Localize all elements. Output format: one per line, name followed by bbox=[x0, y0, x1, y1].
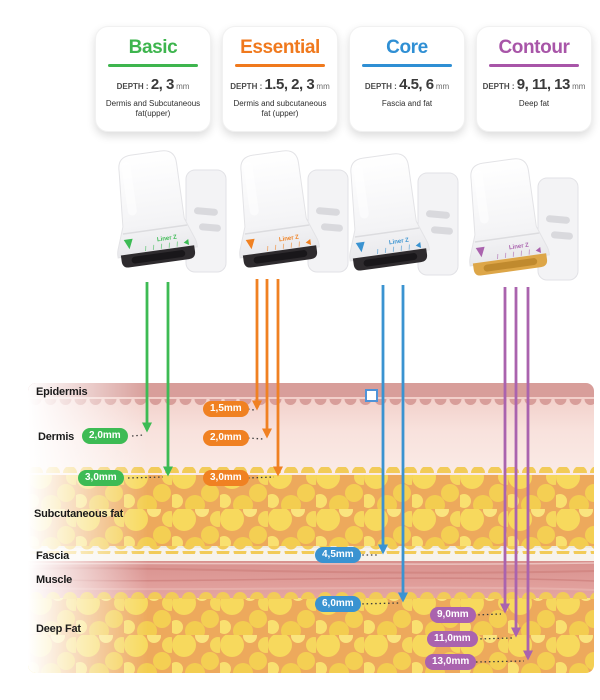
card-title: Essential bbox=[240, 37, 320, 58]
depth-unit: mm bbox=[176, 81, 190, 91]
cartridge-body bbox=[239, 150, 320, 259]
skin-layers-diagram bbox=[28, 383, 594, 673]
card-depth: DEPTH : 9, 11, 13 mm bbox=[482, 76, 586, 93]
depth-values: 9, 11, 13 bbox=[516, 75, 571, 93]
cartridge-tip-inner bbox=[483, 258, 538, 272]
depth-label: DEPTH : bbox=[364, 81, 397, 91]
scale-ticks bbox=[144, 241, 178, 252]
badge-essential-1-5mm: 1,5mm bbox=[203, 401, 249, 417]
cartridge-core-image: Liner Z bbox=[349, 153, 459, 276]
card-description: Fascia and fat bbox=[381, 98, 433, 108]
card-title: Core bbox=[386, 37, 428, 58]
indicator-triangle-icon bbox=[123, 238, 133, 250]
card-depth: DEPTH : 4.5, 6 mm bbox=[355, 76, 459, 93]
badge-essential-3mm: 3,0mm bbox=[203, 470, 249, 486]
cartridge-body bbox=[117, 150, 198, 259]
cartridge-body bbox=[349, 153, 430, 262]
depth-label: DEPTH : bbox=[230, 81, 263, 91]
brand-mark: Liner Z bbox=[509, 243, 530, 252]
badge-contour-9mm: 9,0mm bbox=[430, 607, 476, 623]
badge-basic-2mm: 2,0mm bbox=[82, 428, 128, 444]
tip-arrow-icon bbox=[535, 246, 542, 253]
brand-mark: Liner Z bbox=[389, 238, 410, 247]
badge-basic-3mm: 3,0mm bbox=[78, 470, 124, 486]
cartridge-essential-image: Liner Z bbox=[239, 150, 349, 273]
brand-mark: Liner Z bbox=[279, 235, 300, 244]
depth-values: 2, 3 bbox=[150, 75, 175, 93]
brand-mark: Liner Z bbox=[157, 235, 178, 244]
label-fascia: Fascia bbox=[36, 550, 70, 562]
cartridge-cards: Basic DEPTH : 2, 3 mm Dermis and Subcuta… bbox=[95, 26, 595, 133]
card-divider bbox=[235, 64, 325, 67]
cartridge-basic-image: Liner Z bbox=[117, 150, 227, 273]
card-contour: Contour DEPTH : 9, 11, 13 mm Deep fat bbox=[476, 26, 592, 133]
card-depth: DEPTH : 1.5, 2, 3 mm bbox=[228, 76, 332, 93]
scale-ticks bbox=[376, 244, 410, 255]
badge-core-4-5mm: 4,5mm bbox=[315, 547, 361, 563]
card-title: Basic bbox=[128, 37, 178, 58]
card-description: Dermis and subcutaneous fat (upper) bbox=[233, 98, 327, 118]
depth-values: 1.5, 2, 3 bbox=[264, 75, 315, 93]
depth-unit: mm bbox=[572, 81, 586, 91]
card-title: Contour bbox=[498, 37, 570, 58]
cartridge-tip-inner bbox=[131, 250, 186, 264]
indicator-triangle-icon bbox=[245, 238, 255, 250]
label-deep-fat: Deep Fat bbox=[36, 623, 81, 635]
depth-unit: mm bbox=[435, 81, 450, 91]
card-depth: DEPTH : 2, 3 mm bbox=[101, 76, 205, 93]
tip-arrow-icon bbox=[305, 238, 312, 245]
label-muscle: Muscle bbox=[36, 574, 73, 586]
badge-essential-2mm: 2,0mm bbox=[203, 430, 249, 446]
indicator-triangle-icon bbox=[475, 246, 485, 258]
badge-contour-13mm: 13,0mm bbox=[425, 654, 477, 670]
card-divider bbox=[362, 64, 452, 67]
card-divider bbox=[108, 64, 198, 67]
tip-arrow-icon bbox=[183, 238, 190, 245]
label-subcutaneous-fat: Subcutaneous fat bbox=[34, 508, 124, 520]
epidermis-layer bbox=[28, 383, 594, 397]
depth-values: 4.5, 6 bbox=[399, 75, 434, 93]
indicator-triangle-icon bbox=[355, 241, 365, 253]
depth-unit: mm bbox=[316, 81, 330, 91]
card-basic: Basic DEPTH : 2, 3 mm Dermis and Subcuta… bbox=[95, 26, 211, 133]
label-epidermis: Epidermis bbox=[36, 386, 88, 398]
card-description: Deep fat bbox=[518, 98, 550, 108]
tip-arrow-icon bbox=[415, 241, 422, 248]
cartridge-tip-inner bbox=[253, 250, 308, 264]
scale-ticks bbox=[496, 249, 530, 260]
badge-contour-11mm: 11,0mm bbox=[427, 631, 478, 647]
selection-handle bbox=[365, 389, 378, 402]
card-core: Core DEPTH : 4.5, 6 mm Fascia and fat bbox=[349, 26, 465, 133]
badge-core-6mm: 6,0mm bbox=[315, 596, 361, 612]
cartridge-body bbox=[469, 158, 550, 267]
label-dermis: Dermis bbox=[38, 431, 75, 443]
card-divider bbox=[489, 64, 579, 67]
card-essential: Essential DEPTH : 1.5, 2, 3 mm Dermis an… bbox=[222, 26, 338, 133]
cartridge-tip-inner bbox=[363, 253, 418, 267]
card-description: Dermis and Subcutaneous fat(upper) bbox=[105, 98, 201, 118]
scale-ticks bbox=[266, 241, 300, 252]
depth-label: DEPTH : bbox=[116, 81, 149, 91]
cartridge-contour-image: Liner Z bbox=[469, 158, 579, 281]
depth-label: DEPTH : bbox=[482, 81, 515, 91]
